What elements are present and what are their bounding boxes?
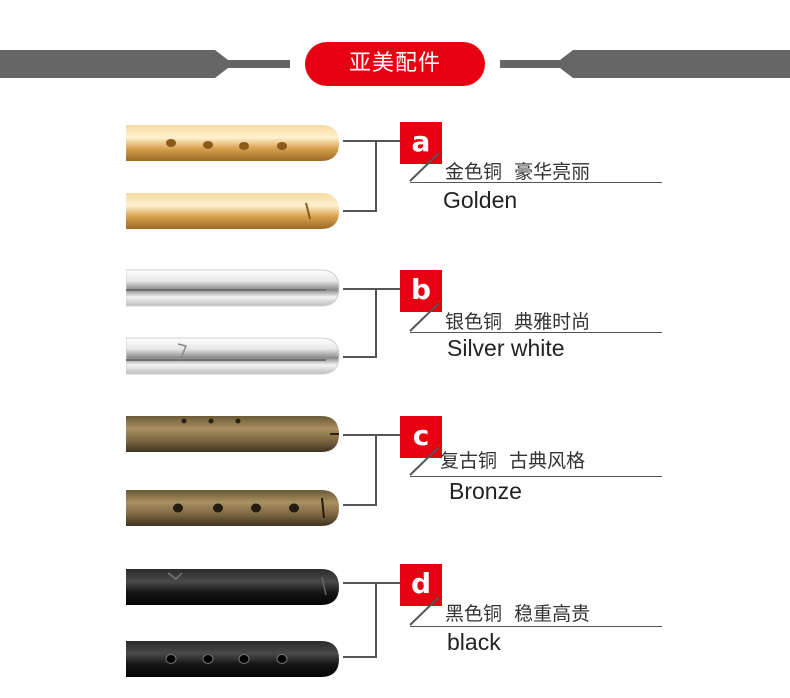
silver-tip-rod-bottom — [126, 334, 341, 378]
bronze-tip-rod-bottom — [126, 486, 341, 530]
gold-tip-rod-bottom — [126, 189, 341, 233]
connector-d — [375, 582, 400, 584]
gold-tip-rod-top — [126, 121, 341, 165]
en-label-d: black — [447, 629, 501, 655]
connector-b — [375, 288, 400, 290]
bracket-b — [343, 288, 377, 358]
badge-a: a — [400, 122, 442, 164]
cn-label-b: 银色铜 典雅时尚 — [445, 311, 591, 333]
bracket-a — [343, 140, 377, 212]
black-tip-rod-top — [126, 565, 341, 609]
header-right-bar — [500, 50, 790, 78]
underline-b — [410, 332, 662, 333]
header-left-bar — [0, 50, 290, 78]
underline-d — [410, 626, 662, 627]
en-label-a: Golden — [443, 187, 518, 213]
underline-a — [410, 182, 662, 183]
bracket-c — [343, 434, 377, 506]
black-tip-rod-bottom — [126, 637, 341, 681]
cn-label-c: 复古铜 古典风格 — [440, 450, 586, 472]
bronze-tip-rod-top — [126, 412, 341, 456]
bracket-d — [343, 582, 377, 658]
page-title: 亚美配件 — [305, 42, 485, 86]
connector-a — [375, 140, 400, 142]
silver-tip-rod-top — [126, 266, 341, 310]
badge-c: c — [400, 416, 442, 458]
badge-d: d — [400, 564, 442, 606]
en-label-b: Silver white — [447, 335, 565, 361]
cn-label-d: 黑色铜 稳重高贵 — [445, 603, 591, 625]
underline-c — [410, 476, 662, 477]
connector-c — [375, 434, 400, 436]
en-label-c: Bronze — [449, 478, 522, 504]
cn-label-a: 金色铜 豪华亮丽 — [445, 161, 591, 183]
